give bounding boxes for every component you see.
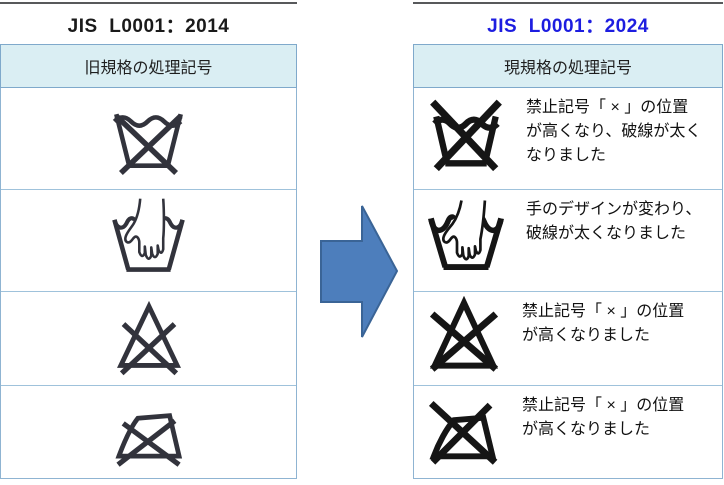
table-row: 手のデザインが変わり、 破線が太くなりました xyxy=(414,190,722,292)
do-not-wash-old-icon xyxy=(112,113,183,175)
change-description: 禁止記号「 × 」の位置 が高くなりました xyxy=(522,397,685,438)
table-row: 禁止記号「 × 」の位置 が高くなり、破線が太く なりました xyxy=(414,88,722,190)
table-row xyxy=(1,190,296,292)
new-symbol-rows: 禁止記号「 × 」の位置 が高くなり、破線が太く なりました 手のデザインが変わ… xyxy=(413,88,723,479)
change-description: 手のデザインが変わり、 破線が太くなりました xyxy=(526,201,702,242)
change-description: 禁止記号「 × 」の位置 が高くなりました xyxy=(522,303,685,344)
table-row xyxy=(1,386,296,478)
table-row xyxy=(1,292,296,386)
hand-wash-old-icon xyxy=(112,198,185,272)
new-standard-table: JIS L0001：2024 現規格の処理記号 禁止記号「 × 」の位置 が高く… xyxy=(413,2,723,479)
do-not-bleach-new-icon xyxy=(429,295,499,372)
hand-wash-new-icon xyxy=(428,199,504,270)
old-standard-subtitle: 旧規格の処理記号 xyxy=(0,44,297,88)
table-row xyxy=(1,88,296,190)
new-standard-subtitle: 現規格の処理記号 xyxy=(413,44,723,88)
new-standard-title: JIS L0001：2024 xyxy=(413,2,723,44)
table-row: 禁止記号「 × 」の位置 が高くなりました xyxy=(414,386,722,478)
do-not-wash-new-icon xyxy=(430,99,502,171)
change-description: 禁止記号「 × 」の位置 が高くなり、破線が太く なりました xyxy=(526,99,702,164)
do-not-iron-old-icon xyxy=(114,413,182,467)
do-not-bleach-old-icon xyxy=(116,300,181,375)
old-symbol-rows xyxy=(0,88,297,479)
old-standard-title: JIS L0001：2014 xyxy=(0,2,297,44)
right-arrow-icon xyxy=(320,205,398,338)
old-standard-table: JIS L0001：2014 旧規格の処理記号 xyxy=(0,2,297,479)
table-row: 禁止記号「 × 」の位置 が高くなりました xyxy=(414,292,722,386)
do-not-iron-new-icon xyxy=(428,400,498,465)
